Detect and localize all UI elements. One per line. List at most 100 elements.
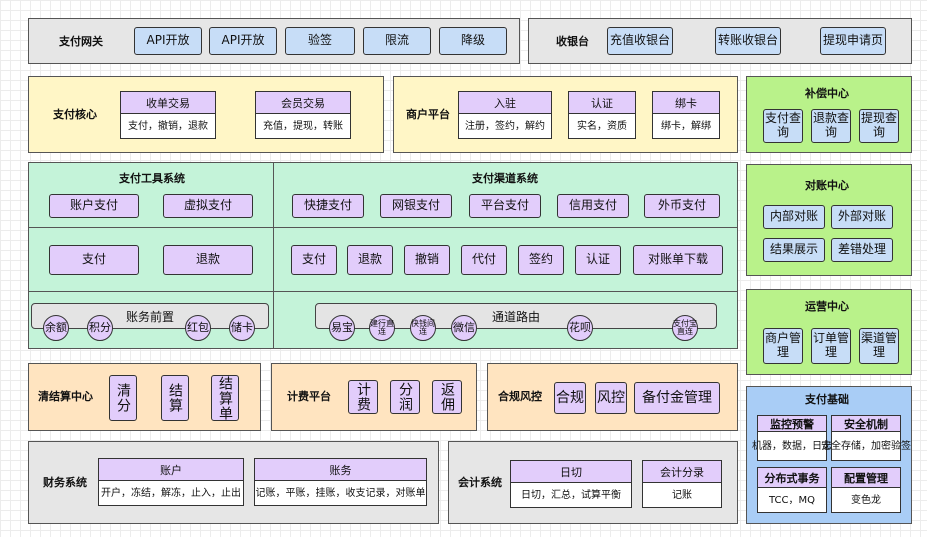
card-head: 收单交易: [121, 92, 215, 114]
gateway-api-open-button[interactable]: API开放: [134, 27, 202, 55]
transfer-cashier-button[interactable]: 转账收银台: [715, 27, 781, 55]
foreign-currency-pay-button[interactable]: 外币支付: [644, 194, 720, 218]
card-day-cut[interactable]: 日切 日切，汇总，试算平衡: [510, 460, 632, 508]
channel-routing-label: 通道路由: [491, 309, 540, 324]
card-certification[interactable]: 认证 实名，资质: [568, 91, 636, 139]
error-handling-button[interactable]: 差错处理: [831, 238, 893, 262]
account-pay-button[interactable]: 账户支付: [49, 194, 139, 218]
channel-sign-button[interactable]: 签约: [518, 245, 564, 275]
tool-refund-button[interactable]: 退款: [163, 245, 253, 275]
tool-circle-points[interactable]: 积分: [87, 315, 113, 341]
card-member-trade[interactable]: 会员交易 充值，提现，转账: [255, 91, 351, 139]
channel-pay-button[interactable]: 支付: [291, 245, 337, 275]
withdraw-query-button[interactable]: 提现查询: [859, 109, 899, 143]
card-body: 日切，汇总，试算平衡: [521, 489, 621, 501]
channel-circle-yeepay[interactable]: 易宝: [329, 315, 355, 341]
cashier-panel: 收银台 充值收银台 转账收银台 提现申请页: [528, 18, 912, 64]
card-head: 监控预警: [758, 416, 826, 432]
payment-gateway-panel: 支付网关 API开放 API开放 验签 限流 降级: [28, 18, 520, 64]
risk-control-button[interactable]: 风控: [595, 382, 627, 414]
ledger-front-bar: 账务前置: [31, 303, 269, 329]
tool-circle-stored-card[interactable]: 储卡: [229, 315, 255, 341]
tool-circle-balance[interactable]: 余额: [43, 315, 69, 341]
channel-management-button[interactable]: 渠道管理: [859, 328, 899, 364]
settlement-button[interactable]: 结算: [161, 375, 189, 421]
card-body: 机器，数据，日志: [752, 440, 832, 452]
finance-system-title: 财务系统: [43, 476, 87, 489]
internal-reconcile-button[interactable]: 内部对账: [763, 205, 825, 229]
withdraw-apply-page-button[interactable]: 提现申请页: [820, 27, 886, 55]
tool-circle-red-packet[interactable]: 红包: [185, 315, 211, 341]
card-bind-card[interactable]: 绑卡 绑卡，解绑: [652, 91, 720, 139]
compensation-center-title: 补偿中心: [805, 87, 849, 100]
card-onboarding[interactable]: 入驻 注册，签约，解约: [458, 91, 552, 139]
card-head: 账户: [99, 459, 243, 481]
gateway-degrade-button[interactable]: 降级: [439, 27, 507, 55]
channel-certify-button[interactable]: 认证: [575, 245, 621, 275]
payment-tools-title: 支付工具系统: [119, 172, 185, 185]
reconciliation-center-panel: 对账中心 内部对账 外部对账 结果展示 差错处理: [746, 164, 912, 276]
credit-pay-button[interactable]: 信用支付: [557, 194, 629, 218]
virtual-pay-button[interactable]: 虚拟支付: [163, 194, 253, 218]
billing-platform-title: 计费平台: [287, 390, 331, 403]
payment-core-panel: 支付核心 收单交易 支付，撤销，退款 会员交易 充值，提现，转账: [28, 76, 384, 153]
channel-circle-wechat[interactable]: 微信: [451, 315, 477, 341]
card-distributed-transaction[interactable]: 分布式事务 TCC，MQ: [757, 467, 827, 513]
platform-pay-button[interactable]: 平台支付: [469, 194, 541, 218]
card-journal-entry[interactable]: 会计分录 记账: [642, 460, 722, 508]
merchant-platform-panel: 商户平台 入驻 注册，签约，解约 认证 实名，资质 绑卡 绑卡，解绑: [393, 76, 738, 153]
channel-circle-99bill-indirect[interactable]: 快钱间连: [410, 315, 436, 341]
fee-calc-button[interactable]: 计费: [348, 380, 378, 414]
clearing-button[interactable]: 清分: [109, 375, 137, 421]
card-head: 分布式事务: [758, 468, 826, 488]
merchant-management-button[interactable]: 商户管理: [763, 328, 803, 364]
payment-query-button[interactable]: 支付查询: [763, 109, 803, 143]
card-monitoring-alert[interactable]: 监控预警 机器，数据，日志: [752, 415, 832, 461]
channel-refund-button[interactable]: 退款: [347, 245, 393, 275]
merchant-platform-title: 商户平台: [406, 108, 450, 121]
payment-foundation-panel: 支付基础 监控预警 机器，数据，日志 安全机制 安全存储，加密验签 分布式事务 …: [746, 386, 912, 524]
result-display-button[interactable]: 结果展示: [763, 238, 825, 262]
profit-sharing-button[interactable]: 分润: [390, 380, 420, 414]
card-bookkeeping[interactable]: 账务 记账，平账，挂账，收支记录，对账单: [254, 458, 427, 506]
payment-gateway-title: 支付网关: [59, 35, 103, 48]
compliance-risk-panel: 合规风控 合规 风控 备付金管理: [487, 363, 738, 431]
card-body: 记账: [672, 489, 692, 501]
settlement-statement-button[interactable]: 结算单: [211, 375, 239, 421]
card-head: 入驻: [459, 92, 551, 114]
recharge-cashier-button[interactable]: 充值收银台: [607, 27, 673, 55]
reserve-fund-management-button[interactable]: 备付金管理: [634, 382, 720, 414]
card-account[interactable]: 账户 开户，冻结，解冻，止入，止出: [98, 458, 244, 506]
gateway-verify-sign-button[interactable]: 验签: [285, 27, 355, 55]
external-reconcile-button[interactable]: 外部对账: [831, 205, 893, 229]
compliance-risk-title: 合规风控: [498, 390, 542, 403]
channel-circle-alipay-direct[interactable]: 支付宝直连: [672, 315, 698, 341]
channel-circle-huabei[interactable]: 花呗: [567, 315, 593, 341]
ledger-front-label: 账务前置: [125, 309, 174, 324]
statement-download-button[interactable]: 对账单下载: [633, 245, 723, 275]
payment-core-title: 支付核心: [53, 108, 97, 121]
channel-circle-ccb-direct[interactable]: 建行直连: [369, 315, 395, 341]
commission-button[interactable]: 返佣: [432, 380, 462, 414]
refund-query-button[interactable]: 退款查询: [811, 109, 851, 143]
card-body: 记账，平账，挂账，收支记录，对账单: [255, 487, 426, 499]
card-config-management[interactable]: 配置管理 变色龙: [831, 467, 901, 513]
channel-revoke-button[interactable]: 撤销: [404, 245, 450, 275]
card-acquiring-trade[interactable]: 收单交易 支付，撤销，退款: [120, 91, 216, 139]
tool-pay-button[interactable]: 支付: [49, 245, 139, 275]
gateway-api-open-button-2[interactable]: API开放: [209, 27, 277, 55]
netbank-pay-button[interactable]: 网银支付: [380, 194, 452, 218]
channel-agent-pay-button[interactable]: 代付: [461, 245, 507, 275]
card-body: 开户，冻结，解冻，止入，止出: [101, 487, 241, 499]
compliance-button[interactable]: 合规: [554, 382, 586, 414]
card-head: 安全机制: [832, 416, 900, 432]
card-security-mechanism[interactable]: 安全机制 安全存储，加密验签: [821, 415, 911, 461]
quick-pay-button[interactable]: 快捷支付: [292, 194, 364, 218]
card-body: 注册，签约，解约: [465, 120, 545, 132]
card-head: 绑卡: [653, 92, 719, 114]
payment-channel-title: 支付渠道系统: [472, 172, 538, 185]
card-body: 支付，撤销，退款: [128, 120, 208, 132]
order-management-button[interactable]: 订单管理: [811, 328, 851, 364]
gateway-rate-limit-button[interactable]: 限流: [363, 27, 431, 55]
card-body: 变色龙: [851, 494, 881, 506]
